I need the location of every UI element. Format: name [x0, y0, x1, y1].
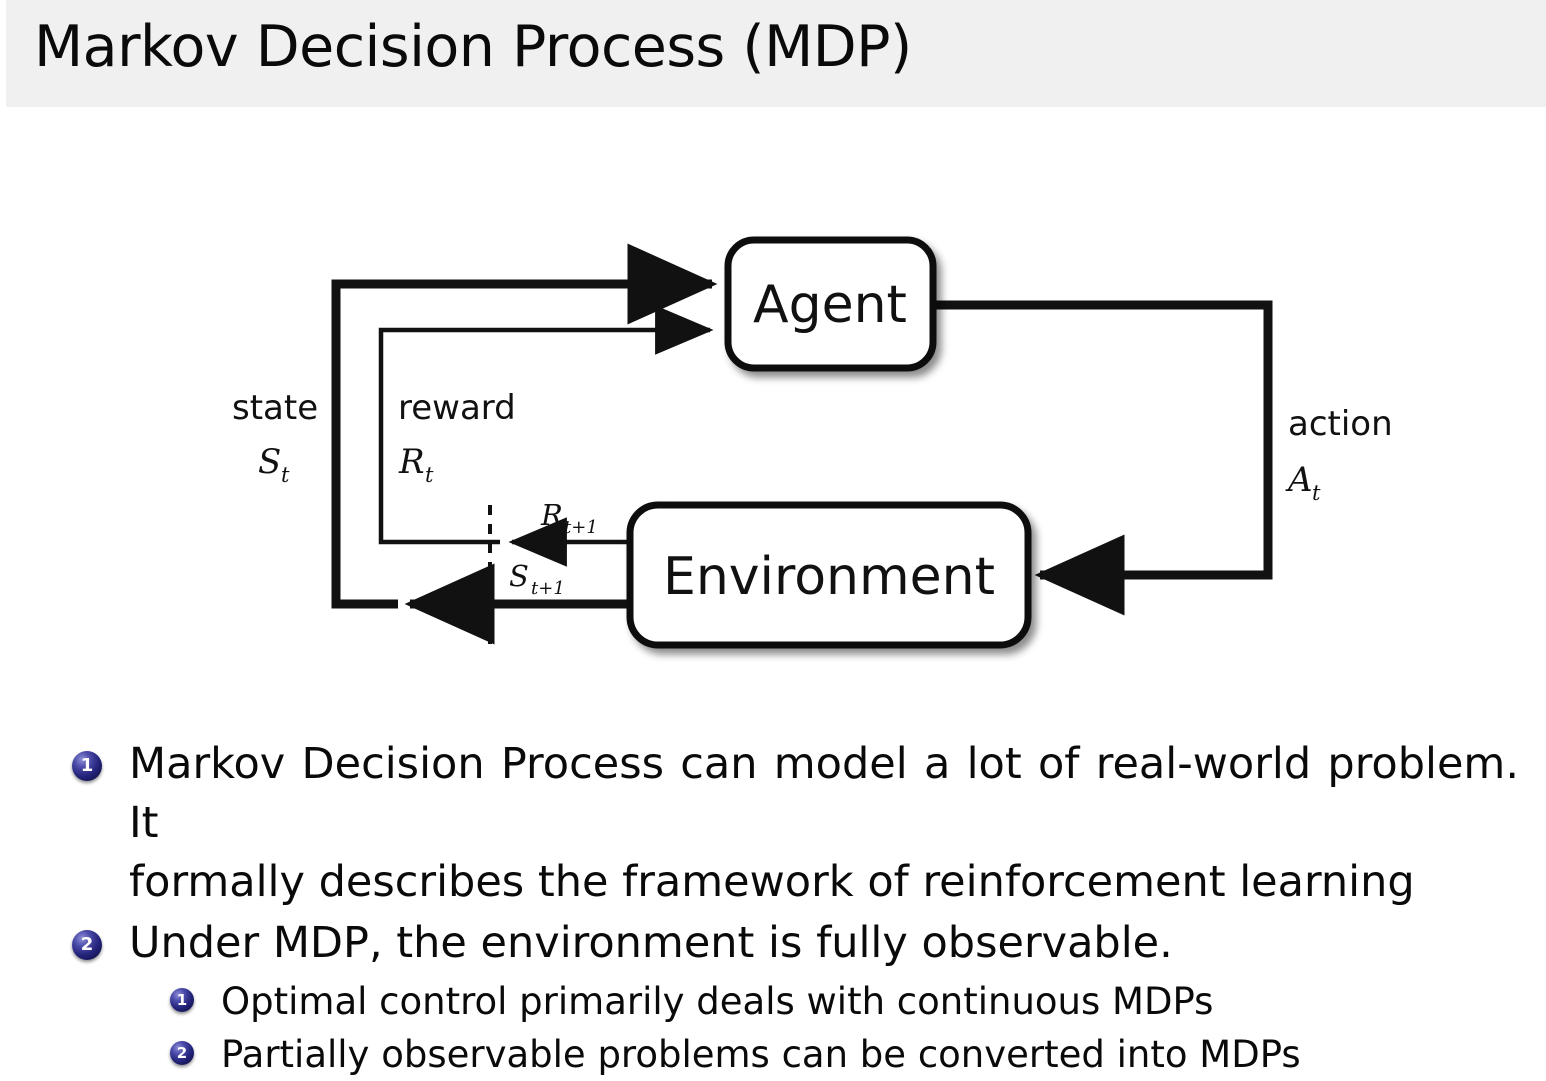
slide-title-bar: Markov Decision Process (MDP)	[0, 0, 1546, 107]
reward-next-symbol: R	[540, 498, 563, 532]
reward-next-subscript: t+1	[564, 517, 598, 538]
state-next-symbol: S	[509, 559, 529, 593]
agent-node: Agent	[724, 236, 937, 372]
bullet-number-marker: 2	[72, 930, 102, 960]
environment-node-label: Environment	[663, 547, 995, 607]
reward-label-group: reward R t	[398, 388, 516, 487]
bullet-number-marker: 1	[72, 751, 102, 781]
action-label-word: action	[1288, 404, 1393, 444]
action-label-subscript: t	[1312, 481, 1321, 505]
list-item-line: formally describes the framework of rein…	[129, 857, 1415, 907]
list-item-text: Markov Decision Process can model a lot …	[129, 735, 1519, 912]
reward-next-label-group: R t+1	[540, 498, 598, 538]
list-item: 2 Partially observable problems can be c…	[170, 1028, 1546, 1081]
reward-label-subscript: t	[425, 463, 434, 487]
bullet-number-marker: 2	[170, 1041, 194, 1065]
environment-node: Environment	[626, 501, 1032, 649]
reward-label-word: reward	[398, 388, 516, 428]
list-item-text: Optimal control primarily deals with con…	[221, 980, 1214, 1023]
reward-label-symbol: R	[398, 442, 425, 482]
bullet-number-marker: 1	[170, 988, 194, 1012]
list-item-line: Markov Decision Process can model a lot …	[129, 739, 1519, 848]
state-feedback-arrow	[331, 243, 718, 609]
state-label-subscript: t	[281, 463, 290, 487]
mdp-agent-environment-diagram: Agent Environment state S t reward R t a…	[0, 107, 1546, 707]
bullet-list: 1 Markov Decision Process can model a lo…	[0, 735, 1546, 1081]
state-label-group: state S t	[232, 388, 318, 487]
agent-node-label: Agent	[753, 275, 907, 335]
state-next-subscript: t+1	[531, 578, 565, 599]
page-title: Markov Decision Process (MDP)	[34, 14, 912, 80]
state-label-symbol: S	[258, 442, 281, 482]
action-label-group: action A t	[1285, 404, 1393, 505]
list-item-line: Under MDP, the environment is fully obse…	[129, 918, 1173, 968]
list-item: 1 Optimal control primarily deals with c…	[170, 975, 1546, 1028]
action-label-symbol: A	[1285, 460, 1313, 500]
state-label-word: state	[232, 388, 318, 428]
list-item: 2 Under MDP, the environment is fully ob…	[72, 914, 1546, 973]
action-arrow	[930, 300, 1273, 616]
list-item-text: Under MDP, the environment is fully obse…	[129, 914, 1173, 973]
list-item: 1 Markov Decision Process can model a lo…	[72, 735, 1546, 912]
reward-feedback-arrow	[378, 305, 714, 545]
list-item-text: Partially observable problems can be con…	[221, 1033, 1301, 1076]
state-next-label-group: S t+1	[509, 559, 565, 599]
